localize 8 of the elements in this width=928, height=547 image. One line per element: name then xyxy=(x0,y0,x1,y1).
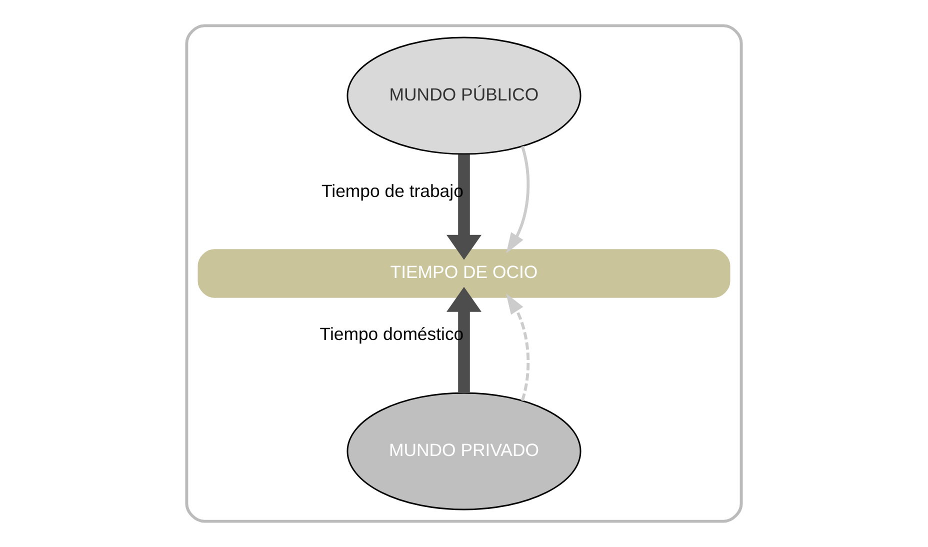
cluster xyxy=(185,24,743,523)
node-ellipse: MUNDO PRIVADO xyxy=(346,392,582,510)
arrow xyxy=(506,146,530,254)
arrow xyxy=(506,293,530,402)
arrow xyxy=(446,286,482,393)
node-ellipse: MUNDO PÚBLICO xyxy=(346,36,582,155)
arrow xyxy=(446,154,482,260)
node-box: TIEMPO DE OCIO xyxy=(198,249,730,298)
